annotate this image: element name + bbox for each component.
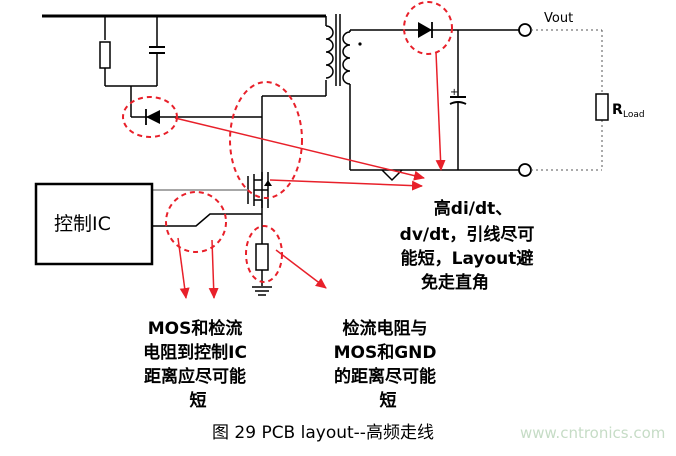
snubber-resistor	[99, 41, 111, 69]
note-mid-line: MOS和GND	[334, 343, 437, 363]
primary-winding	[325, 25, 334, 79]
note-left-line: 距离应尽可能	[144, 366, 246, 387]
mosfet	[247, 172, 272, 208]
note-right-line: 高di/dt、	[434, 198, 513, 219]
primary-circuit	[42, 14, 327, 286]
note-left-line: 短	[190, 390, 207, 411]
load-resistor	[595, 93, 609, 121]
primary-ground-icon	[252, 286, 272, 296]
watermark: www.cntronics.com	[520, 424, 665, 442]
note-left: MOS和检流 电阻到控制IC 距离应尽可能 短	[143, 318, 253, 411]
svg-text:+: +	[450, 87, 458, 98]
highlight-snubber-diode	[122, 96, 178, 138]
arrow-gate-right	[208, 239, 219, 299]
vout-label: Vout	[544, 11, 573, 26]
gnd-terminal	[518, 163, 532, 177]
arrow-mosfet	[269, 179, 423, 191]
highlight-output-diode	[403, 1, 453, 55]
note-right-line: dv/dt，引线尽可	[400, 224, 535, 245]
rload-subscript: Load	[623, 110, 645, 120]
sense-resistor	[255, 243, 269, 271]
control-ic-box	[34, 182, 154, 266]
note-mid-line: 短	[380, 390, 397, 411]
note-left-line: MOS和检流	[148, 318, 243, 339]
note-mid: 检流电阻与 MOS和GND 的距离尽可能 短	[334, 318, 443, 411]
snubber-diode	[145, 109, 160, 125]
sense-trace	[152, 213, 262, 227]
note-left-line: 电阻到控制IC	[143, 342, 247, 363]
highlight-mosfet-loop	[229, 81, 303, 199]
arrow-snubber	[174, 117, 425, 181]
note-right-line: 能短，Layout避	[401, 248, 534, 269]
secondary-winding	[342, 31, 351, 85]
note-right-line: 免走直角	[421, 272, 489, 293]
load-wiring	[531, 29, 603, 171]
arrow-gate-left	[177, 237, 190, 299]
secondary-circuit	[349, 29, 520, 182]
note-mid-line: 检流电阻与	[343, 318, 428, 339]
output-diode	[418, 22, 433, 38]
annotation-arrows	[174, 51, 446, 299]
note-right: 高di/dt、 dv/dt，引线尽可 能短，Layout避 免走直角	[400, 198, 541, 293]
highlight-gate-sense	[165, 191, 227, 253]
note-mid-line: 的距离尽可能	[334, 366, 436, 387]
control-ic-label: 控制IC	[54, 213, 111, 235]
arrow-sense	[275, 249, 327, 289]
polarity-dot	[358, 42, 362, 46]
arrow-diode	[435, 51, 446, 171]
figure-caption: 图 29 PCB layout--高频走线	[212, 423, 434, 443]
vout-terminal	[518, 23, 532, 37]
rload-label: R	[612, 102, 623, 118]
